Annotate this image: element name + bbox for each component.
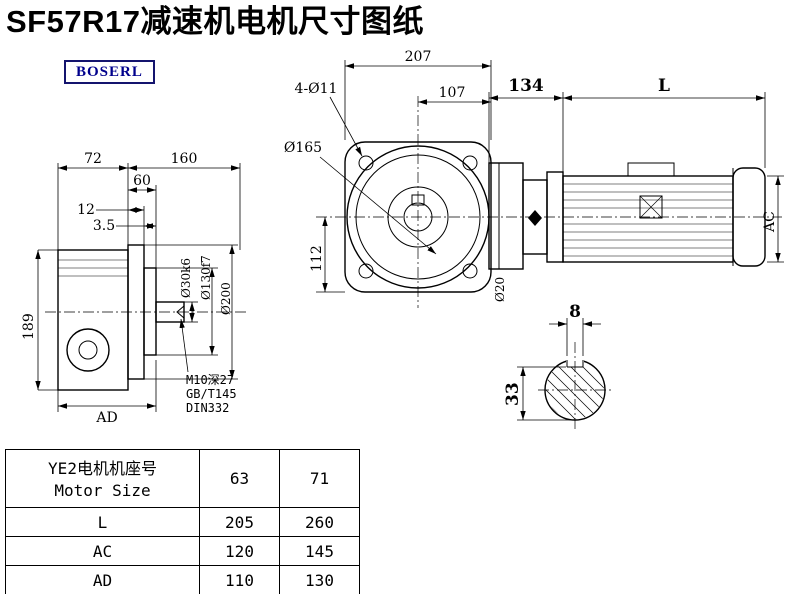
dim-8-label: 8 [569, 302, 581, 322]
left-view: 72 160 60 12 3.5 189 AD [21, 151, 246, 426]
shaft-section-view: 8 33 [503, 302, 614, 432]
header-label-en: Motor Size [54, 480, 151, 500]
table-header-row: YE2电机机座号 Motor Size 63 71 [5, 449, 360, 508]
gearbox-housing-outline [57, 249, 129, 391]
dia-20-label: Ø20 [493, 277, 507, 302]
brand-logo: BOSERL [64, 60, 155, 84]
front-housing-outline [344, 141, 492, 293]
dim-160-label: 160 [171, 151, 198, 167]
row-AC-71: 145 [279, 536, 360, 566]
brand-logo-text: BOSERL [76, 64, 143, 80]
header-size-71: 71 [279, 449, 360, 508]
worm-housing-bore [78, 340, 98, 360]
oil-plug-diamond [528, 210, 542, 226]
bore-circle-20 [403, 202, 433, 232]
page-title: SF57R17减速机电机尺寸图纸 [6, 4, 424, 39]
dim-AC-label: AC [762, 211, 778, 233]
dim-112-label: 112 [309, 245, 325, 272]
dim-189-label: 189 [21, 313, 37, 340]
nameplate-diagonal [639, 195, 663, 219]
dim-12-label: 12 [77, 202, 95, 218]
row-AD-71: 130 [279, 565, 360, 594]
row-AC-63: 120 [199, 536, 280, 566]
dia-165-label: Ø165 [284, 140, 322, 156]
gearbox-side-profile [488, 162, 524, 270]
hub-circle [387, 186, 449, 248]
dim-ad-label: AD [95, 410, 117, 426]
table-row-AC: AC 120 145 [5, 536, 360, 566]
dim-L-label: L [658, 76, 670, 96]
dia-200-label: Ø200 [219, 282, 233, 315]
row-L-71: 260 [279, 507, 360, 537]
worm-housing-boss [66, 328, 110, 372]
header-motor-size-cell: YE2电机机座号 Motor Size [5, 449, 200, 508]
dim-107-label: 107 [439, 85, 466, 101]
dim-134-label: 134 [508, 76, 544, 96]
row-L-label: L [5, 507, 200, 537]
dim-207-label: 207 [405, 49, 432, 65]
row-AD-label: AD [5, 565, 200, 594]
tap-note-line2: GB/T145 [186, 387, 237, 401]
spec-table: YE2电机机座号 Motor Size 63 71 L 205 260 AC 1… [5, 449, 360, 594]
motor-body [562, 175, 734, 263]
technical-drawing: 72 160 60 12 3.5 189 AD [21, 49, 784, 432]
dim-3-5-label: 3.5 [93, 218, 115, 234]
tap-note-line1: M10深27 [186, 373, 234, 387]
bolt-hole [358, 155, 374, 171]
table-row-AD: AD 110 130 [5, 565, 360, 594]
motor-view: 134 L AC [488, 76, 784, 270]
table-row-L: L 205 260 [5, 507, 360, 537]
tap-note-line3: DIN332 [186, 401, 229, 415]
bolt-hole [358, 263, 374, 279]
dim-72-label: 72 [84, 151, 102, 167]
motor-nameplate [639, 195, 663, 219]
output-shaft [155, 301, 185, 323]
row-AD-63: 110 [199, 565, 280, 594]
header-size-63: 63 [199, 449, 280, 508]
flange-spigot [143, 267, 157, 356]
dia-30k6-label: Ø30k6 [179, 258, 193, 298]
shaft-center-hole [176, 305, 185, 319]
terminal-box [627, 162, 675, 177]
row-L-63: 205 [199, 507, 280, 537]
keyway-cutout [566, 354, 584, 367]
bolt-hole [462, 263, 478, 279]
dia-130-label: Ø130f7 [199, 255, 213, 300]
bolt-hole [462, 155, 478, 171]
bore-keyway [411, 194, 425, 206]
header-label-cn: YE2电机机座号 [48, 458, 157, 478]
flange-circle-165 [355, 154, 481, 280]
dim-60-label: 60 [133, 173, 151, 189]
dim-33-label: 33 [503, 382, 523, 406]
holes-4xd11-label: 4-Ø11 [295, 81, 338, 97]
row-AC-label: AC [5, 536, 200, 566]
